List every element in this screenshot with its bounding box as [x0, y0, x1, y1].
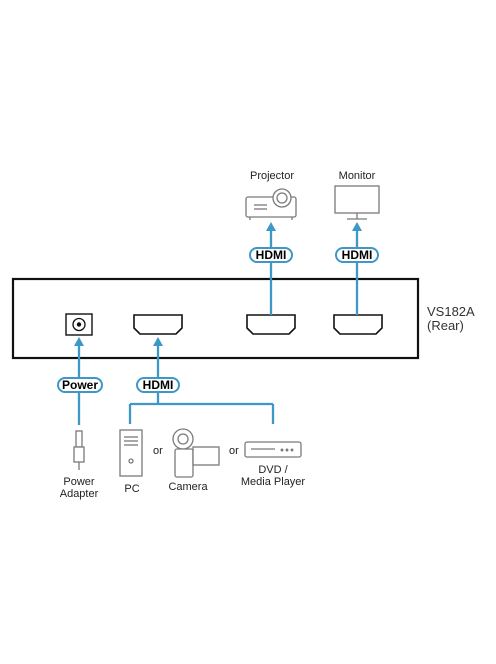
device-model: VS182A [427, 304, 475, 319]
power-cable-label: Power [57, 377, 103, 393]
camera-label: Camera [168, 481, 208, 493]
dvd-player-label-line1: DVD / [258, 464, 288, 476]
arrow-up-icon [74, 337, 84, 346]
hdmi-output-port-1 [246, 314, 296, 335]
or-separator: or [229, 445, 239, 457]
hdmi-output-port-2 [333, 314, 383, 335]
monitor-label: Monitor [338, 170, 376, 182]
dvd-player-label: DVD / Media Player [240, 464, 306, 488]
hdmi-input-port [133, 314, 183, 335]
arrow-up-icon [153, 337, 163, 346]
power-adapter-label-line2: Adapter [59, 488, 99, 500]
hdmi-output-cable-label-1: HDMI [249, 247, 293, 263]
device-model-label: VS182A (Rear) [427, 305, 475, 333]
power-adapter-label: Power Adapter [55, 476, 103, 500]
pc-label: PC [124, 483, 140, 495]
arrow-up-icon [352, 222, 362, 231]
pc-tower-icon [119, 429, 143, 477]
camera-icon [172, 428, 220, 478]
power-adapter-label-line1: Power [63, 476, 95, 488]
or-separator: or [153, 445, 163, 457]
monitor-icon [334, 185, 380, 220]
arrow-up-icon [266, 222, 276, 231]
power-adapter-icon [73, 430, 85, 470]
hdmi-output-cable-label-2: HDMI [335, 247, 379, 263]
power-jack [65, 313, 93, 336]
projector-label: Projector [249, 170, 295, 182]
hdmi-input-cable-label: HDMI [136, 377, 180, 393]
dvd-player-label-line2: Media Player [240, 476, 306, 488]
dvd-player-icon [244, 441, 302, 458]
device-view: (Rear) [427, 318, 464, 333]
projector-icon [245, 188, 297, 220]
